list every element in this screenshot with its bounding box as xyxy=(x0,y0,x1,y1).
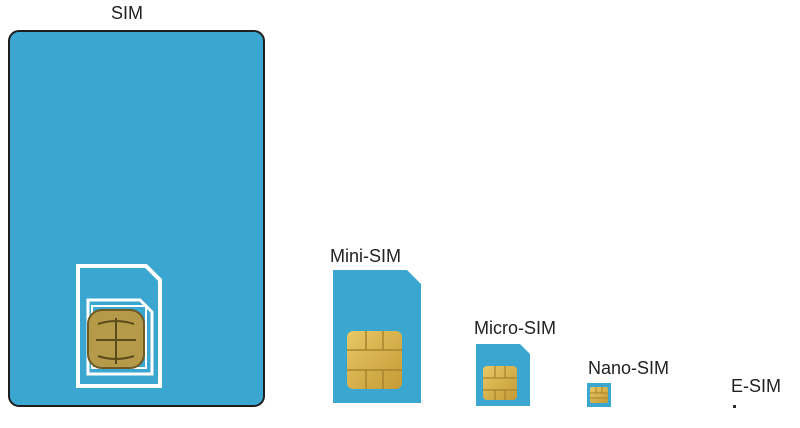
nano-sim-card xyxy=(587,383,611,407)
micro-sim-chip xyxy=(483,366,517,400)
micro-sim-card xyxy=(476,344,530,406)
nano-sim-chip xyxy=(590,387,608,403)
label-mini-sim: Mini-SIM xyxy=(330,246,401,266)
sim-chip xyxy=(87,309,145,369)
label-nano-sim: Nano-SIM xyxy=(588,358,670,378)
mini-sim-card xyxy=(333,270,421,403)
label-micro-sim: Micro-SIM xyxy=(474,318,556,338)
label-sim: SIM xyxy=(111,3,144,23)
e-sim-chip xyxy=(733,405,736,408)
sim-card xyxy=(8,30,265,407)
mini-sim-chip xyxy=(347,331,402,389)
label-e-sim: E-SIM xyxy=(731,376,782,396)
